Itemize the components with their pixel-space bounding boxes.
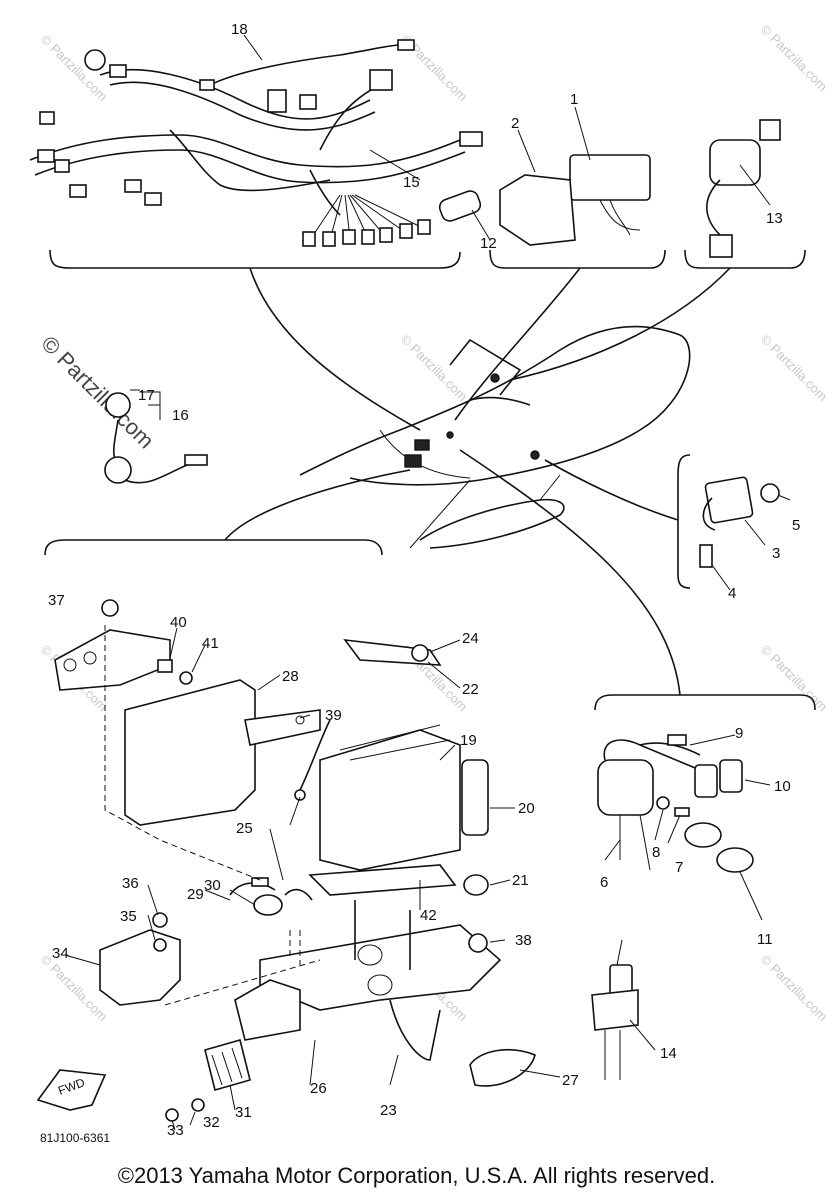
items-3-4-5 (699, 476, 780, 568)
callout-38: 38 (515, 932, 532, 949)
callout-19: 19 (460, 732, 477, 749)
battery-assembly: FWD (36, 599, 536, 1122)
callout-29: 29 (187, 886, 204, 903)
callout-36: 36 (122, 875, 139, 892)
watermark: © Partzilla.com (758, 952, 831, 1025)
callout-22: 22 (462, 681, 479, 698)
callout-14: 14 (660, 1045, 677, 1062)
callout-40: 40 (170, 614, 187, 631)
coil-and-switch (591, 734, 754, 1080)
callout-24: 24 (462, 630, 479, 647)
callout-34: 34 (52, 945, 69, 962)
leader-lines (64, 34, 791, 1131)
callout-16: 16 (172, 407, 189, 424)
callout-35: 35 (120, 908, 137, 925)
callout-30: 30 (204, 877, 221, 894)
wire-harness (29, 39, 781, 258)
callout-37: 37 (48, 592, 65, 609)
snowmobile-outline (299, 325, 691, 549)
callout-7: 7 (675, 859, 683, 876)
items-16-17 (104, 389, 208, 484)
callout-9: 9 (735, 725, 743, 742)
callout-10: 10 (774, 778, 791, 795)
callout-17: 17 (138, 387, 155, 404)
callout-12: 12 (480, 235, 497, 252)
callout-42: 42 (420, 907, 437, 924)
callout-41: 41 (202, 635, 219, 652)
callout-32: 32 (203, 1114, 220, 1131)
electrical-parts-drawing: © Partzilla.com © Partzilla.com © Partzi… (29, 21, 831, 1145)
callout-8: 8 (652, 844, 660, 861)
callout-26: 26 (310, 1080, 327, 1097)
callout-23: 23 (380, 1102, 397, 1119)
callout-4: 4 (728, 585, 736, 602)
watermark: © Partzilla.com (758, 22, 831, 95)
callout-28: 28 (282, 668, 299, 685)
callout-2: 2 (511, 115, 519, 132)
callout-3: 3 (772, 545, 780, 562)
catalog-code: 81J100-6361 (40, 1131, 110, 1145)
callout-21: 21 (512, 872, 529, 889)
callout-6: 6 (600, 874, 608, 891)
callout-13: 13 (766, 210, 783, 227)
callouts: 1 2 3 4 5 6 7 8 9 10 11 12 13 14 15 16 1… (48, 21, 800, 1139)
callout-31: 31 (235, 1104, 252, 1121)
watermark: © Partzilla.com (398, 332, 471, 405)
callout-39: 39 (325, 707, 342, 724)
watermark: © Partzilla.com (758, 332, 831, 405)
callout-27: 27 (562, 1072, 579, 1089)
callout-18: 18 (231, 21, 248, 38)
callout-33: 33 (167, 1122, 184, 1139)
callout-5: 5 (792, 517, 800, 534)
callout-1: 1 (570, 91, 578, 108)
callout-11: 11 (757, 931, 773, 948)
copyright-text: ©2013 Yamaha Motor Corporation, U.S.A. A… (117, 1163, 716, 1188)
callout-25: 25 (236, 820, 253, 837)
watermark: © Partzilla.com (758, 642, 831, 715)
callout-15: 15 (403, 174, 420, 191)
callout-20: 20 (518, 800, 535, 817)
